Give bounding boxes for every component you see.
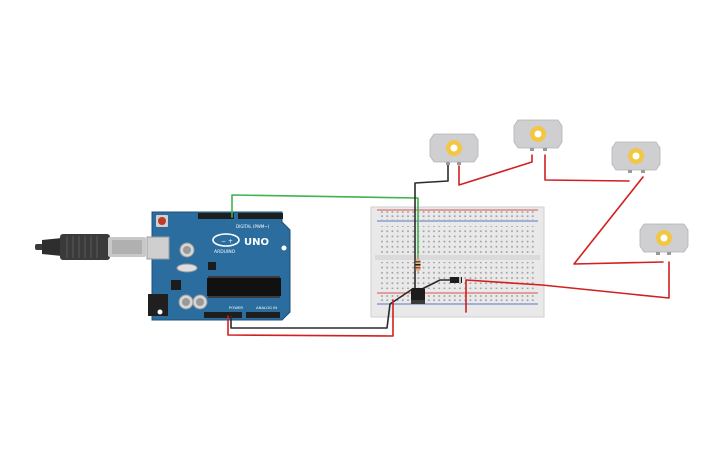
dc-motor-2[interactable] [513, 119, 563, 151]
diode[interactable] [450, 277, 462, 283]
power-header-label: POWER [229, 305, 243, 310]
reset-button[interactable] [158, 217, 166, 225]
wire-red-motor-2-3[interactable] [544, 154, 630, 182]
uno-logo-text: UNO [244, 237, 269, 248]
wire-red-power[interactable] [227, 299, 394, 337]
digital-header-label: DIGITAL (PWM~) [236, 224, 270, 229]
dc-motor-4[interactable] [639, 223, 689, 255]
transistor[interactable] [411, 288, 425, 304]
arduino-brand-text: ARDUINO [214, 249, 236, 255]
analog-header-label: ANALOG IN [256, 305, 277, 310]
svg-text:−: − [221, 238, 226, 245]
wire-red-motor-4-return[interactable] [465, 261, 670, 313]
wire-red-motor-1-2[interactable] [458, 154, 533, 186]
dc-motor-3[interactable] [611, 141, 661, 173]
wire-red-motor-3-4[interactable] [573, 176, 664, 265]
svg-text:+: + [228, 238, 233, 245]
wire-black-to-motor-1[interactable] [414, 164, 449, 301]
usb-cable[interactable] [35, 234, 146, 260]
resistor[interactable] [415, 254, 421, 274]
breadboard[interactable] [370, 206, 545, 318]
arduino-uno[interactable]: − + UNO ARDUINO DIGITAL (PWM~) POWER ANA… [146, 211, 291, 321]
wire-black-ground[interactable] [230, 289, 412, 329]
wire-green-signal[interactable] [231, 194, 419, 261]
dc-motor-1[interactable] [429, 133, 479, 165]
